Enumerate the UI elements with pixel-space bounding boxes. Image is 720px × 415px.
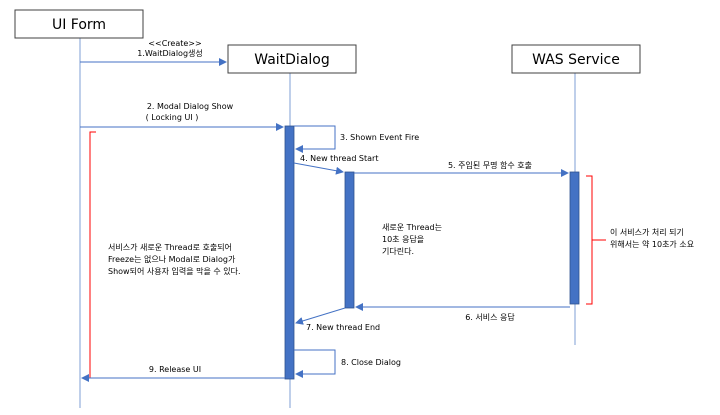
- message-9-label: 9. Release UI: [149, 365, 201, 374]
- message-5-label: 5. 주입된 무명 함수 호출: [448, 160, 532, 170]
- note-ui-line-1: 서비스가 새로운 Thread로 호출되어: [108, 242, 232, 252]
- activation-was-service: [569, 171, 580, 305]
- note-thread-line-2: 10초 응답을: [382, 234, 424, 244]
- message-7-label: 7. New thread End: [306, 323, 380, 332]
- message-4-arrow: [293, 162, 344, 175]
- message-2-label: 2. Modal Dialog Show: [147, 102, 234, 111]
- message-2-sublabel: ( Locking UI ): [146, 113, 199, 122]
- message-8-arrow: [294, 349, 336, 378]
- participant-waitdialog: WaitDialog: [227, 44, 357, 74]
- note-thread-line-1: 새로운 Thread는: [382, 223, 442, 232]
- activation-thread: [344, 171, 355, 309]
- message-4-label: 4. New thread Start: [300, 154, 378, 163]
- bracket-was-service: [586, 175, 593, 305]
- message-3-arrow: [294, 125, 336, 153]
- note-ui-line-2: Freeze는 없으나 Modal로 Dialog가: [108, 255, 236, 264]
- activation-waitdialog: [284, 125, 295, 380]
- participant-was-service-label: WAS Service: [532, 52, 620, 68]
- note-ui-line-3: Show되어 사용자 입력을 막을 수 있다.: [108, 266, 241, 276]
- message-1-label: 1.WaitDialog생성: [137, 48, 203, 58]
- message-7-arrow: [295, 307, 346, 325]
- participant-ui-form: UI Form: [14, 9, 144, 39]
- note-thread-line-3: 기다린다.: [382, 246, 414, 256]
- participant-was-service: WAS Service: [511, 44, 641, 74]
- participant-ui-form-label: UI Form: [52, 17, 106, 33]
- note-was-line-1: 이 서비스가 처리 되기: [610, 227, 684, 237]
- note-was-line-2: 위해서는 약 10초가 소요: [610, 239, 694, 249]
- participant-waitdialog-label: WaitDialog: [254, 52, 330, 68]
- message-6-label: 6. 서비스 응답: [465, 312, 515, 322]
- message-8-label: 8. Close Dialog: [341, 358, 401, 367]
- message-3-label: 3. Shown Event Fire: [340, 133, 419, 142]
- bracket-ui-form: [89, 131, 96, 379]
- message-1-stereotype: <<Create>>: [148, 39, 201, 48]
